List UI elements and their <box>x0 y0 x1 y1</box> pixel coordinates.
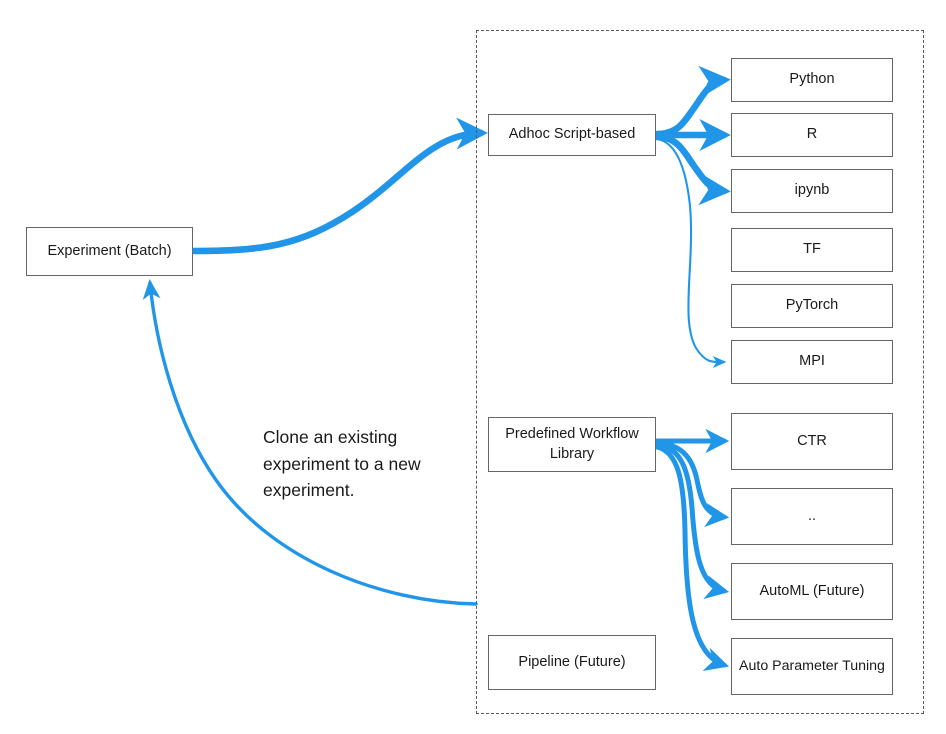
node-label: Python <box>789 71 835 88</box>
node-label: Experiment (Batch) <box>47 242 172 259</box>
node-adhoc-script-based[interactable]: Adhoc Script-based <box>488 114 656 156</box>
edge-experiment-to-adhoc <box>189 117 488 255</box>
node-experiment-batch[interactable]: Experiment (Batch) <box>26 227 193 276</box>
node-ipynb[interactable]: ipynb <box>731 169 893 213</box>
node-label: MPI <box>799 353 825 370</box>
dashed-group-region <box>476 30 924 714</box>
node-pipeline-future[interactable]: Pipeline (Future) <box>488 635 656 690</box>
node-label: AutoML (Future) <box>759 582 865 599</box>
node-ellipsis[interactable]: .. <box>731 488 893 545</box>
node-label: R <box>806 126 818 143</box>
node-label: Adhoc Script-based <box>508 126 636 143</box>
node-auto-parameter-tuning[interactable]: Auto Parameter Tuning <box>731 638 893 695</box>
node-mpi[interactable]: MPI <box>731 340 893 384</box>
node-label: .. <box>807 507 817 524</box>
node-label: Auto Parameter Tuning <box>739 658 885 675</box>
node-label: TF <box>803 241 821 258</box>
node-label: Predefined Workflow Library <box>505 426 639 462</box>
node-label: CTR <box>797 432 827 449</box>
node-predefined-workflow-library[interactable]: Predefined Workflow Library <box>488 417 656 472</box>
node-label: Pipeline (Future) <box>518 653 626 670</box>
node-tf[interactable]: TF <box>731 228 893 272</box>
node-label: PyTorch <box>785 297 839 314</box>
node-label: ipynb <box>794 182 830 199</box>
node-python[interactable]: Python <box>731 58 893 102</box>
node-r[interactable]: R <box>731 113 893 157</box>
clone-caption: Clone an existing experiment to a new ex… <box>263 427 421 501</box>
node-ctr[interactable]: CTR <box>731 413 893 470</box>
node-automl-future[interactable]: AutoML (Future) <box>731 563 893 620</box>
node-pytorch[interactable]: PyTorch <box>731 284 893 328</box>
